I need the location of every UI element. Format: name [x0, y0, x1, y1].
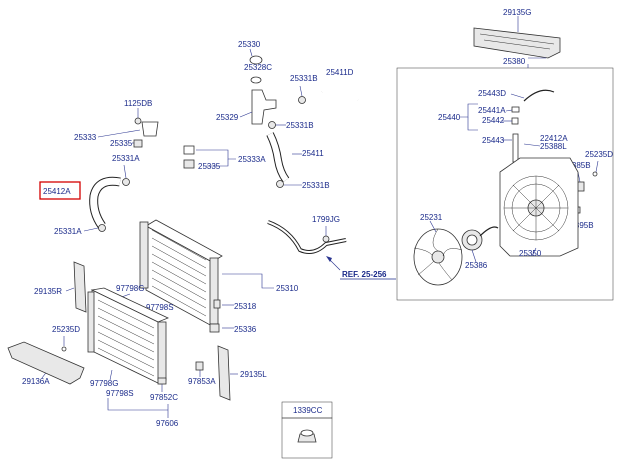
hose-25411D[interactable] [321, 88, 359, 102]
label-25335-1: 25335 [110, 139, 133, 148]
label-25231: 25231 [420, 213, 443, 222]
label-25235D-right: 25235D [585, 150, 613, 159]
ref-25-256[interactable]: REF. 25-256 [326, 256, 396, 280]
label-25333: 25333 [74, 133, 97, 142]
upper-cover-29135G[interactable] [473, 27, 561, 59]
label-25380: 25380 [503, 57, 526, 66]
label-25331B-2: 25331B [286, 121, 314, 130]
label-29135G: 29135G [503, 8, 531, 17]
label-25331B-1: 25331B [290, 74, 318, 83]
label-25443D: 25443D [478, 89, 506, 98]
label-25385B: 25385B [563, 161, 591, 170]
filler-neck-25329[interactable] [251, 89, 277, 125]
bracket-25333[interactable] [141, 121, 159, 137]
label-25388L: 25388L [540, 142, 567, 151]
fan-motor-25386[interactable] [461, 226, 499, 251]
label-25350: 25350 [519, 249, 542, 258]
insulator-25335-b[interactable] [183, 159, 195, 169]
side-cover-29135R[interactable] [73, 261, 87, 313]
seal-25328C[interactable] [250, 76, 262, 84]
label-97852C: 97852C [150, 393, 178, 402]
label-25235D-left: 25235D [52, 325, 80, 334]
label-22412A: 22412A [540, 134, 568, 143]
label-25310: 25310 [276, 284, 299, 293]
ref-label: REF. 25-256 [342, 270, 387, 279]
reservoir-hose-1799JG[interactable] [267, 220, 347, 254]
radiator-25310[interactable] [139, 219, 223, 327]
cap-25330[interactable] [249, 55, 263, 65]
label-29135L: 29135L [240, 370, 267, 379]
label-97798S-2: 97798S [106, 389, 134, 398]
fan-blade-25231[interactable] [413, 228, 463, 286]
label-25412A: 25412A [43, 187, 71, 196]
label-25411: 25411 [302, 149, 324, 158]
label-25441A: 25441A [478, 106, 506, 115]
bracket-25333A[interactable] [183, 145, 195, 155]
label-97853A: 97853A [188, 377, 216, 386]
side-cover-29135L[interactable] [217, 345, 231, 401]
label-97798G-1: 97798G [116, 284, 144, 293]
label-25443: 25443 [482, 136, 505, 145]
label-97798G-2: 97798G [90, 379, 118, 388]
condenser-97606[interactable] [87, 287, 170, 385]
insulator-25335-a[interactable] [133, 139, 143, 148]
label-25336: 25336 [234, 325, 257, 334]
label-25328C: 25328C [244, 63, 272, 72]
fan-assembly-box [396, 67, 614, 301]
label-29136A: 29136A [22, 377, 50, 386]
label-25333A: 25333A [238, 155, 266, 164]
highlight-box-25412A [39, 181, 81, 200]
label-1799JG: 1799JG [312, 215, 340, 224]
part-box-1339CC[interactable]: 1339CC [281, 401, 333, 459]
label-25329: 25329 [216, 113, 239, 122]
label-25440: 25440 [438, 113, 461, 122]
label-25318: 25318 [234, 302, 257, 311]
lower-cover-29136A[interactable] [7, 341, 85, 385]
label-1125DB: 1125DB [124, 99, 152, 108]
label-97606: 97606 [156, 419, 179, 428]
label-25442: 25442 [482, 116, 505, 125]
fan-shroud-25350[interactable] [499, 157, 579, 257]
lower-hose-25412A[interactable] [89, 176, 121, 229]
label-25330: 25330 [238, 40, 261, 49]
label-25395B: 25395B [566, 221, 594, 230]
label-97798S-1: 97798S [146, 303, 174, 312]
label-25411D: 25411D [326, 68, 354, 77]
label-25331A-2: 25331A [54, 227, 82, 236]
upper-hose-25411[interactable] [266, 132, 290, 183]
label-29135R: 29135R [34, 287, 62, 296]
label-25335-2: 25335 [198, 162, 221, 171]
label-25386: 25386 [465, 261, 488, 270]
label-25331B-3: 25331B [302, 181, 330, 190]
label-25331A-1: 25331A [112, 154, 140, 163]
label-1339CC: 1339CC [293, 406, 323, 415]
